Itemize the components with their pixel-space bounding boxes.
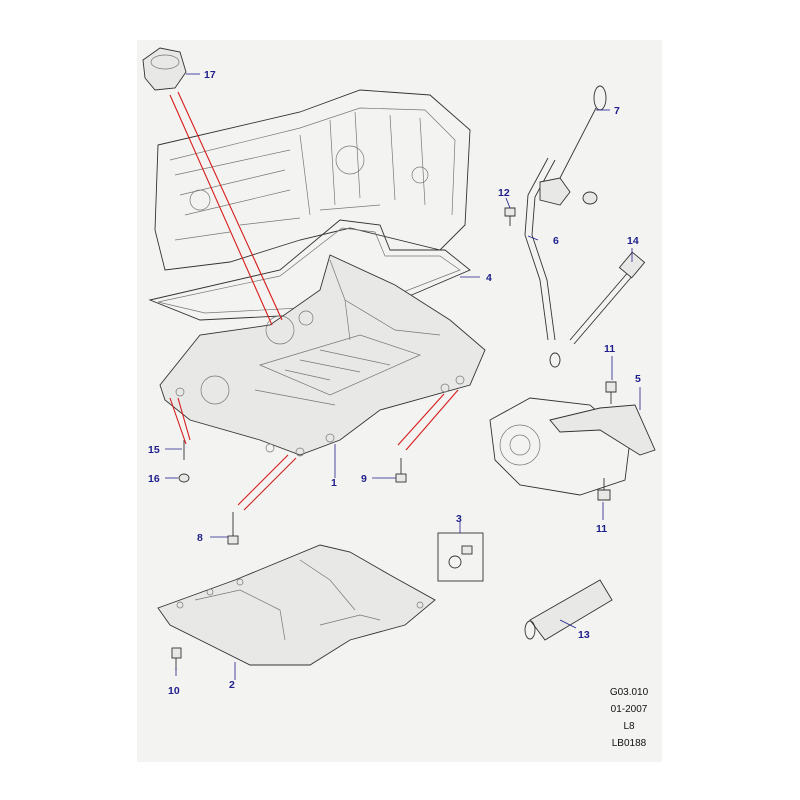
oil-pickup-drawing <box>489 397 656 496</box>
callout-5: 5 <box>635 373 641 385</box>
engine-block-drawing <box>154 89 471 271</box>
callout-11-top: 11 <box>604 343 615 355</box>
callout-7: 7 <box>614 105 620 117</box>
highlight-lines <box>169 91 459 511</box>
drawing-date: 01-2007 <box>610 704 648 715</box>
drawing-model: L8 <box>623 721 635 732</box>
ladder-frame-drawing <box>159 254 486 457</box>
callout-11-bottom: 11 <box>596 523 607 535</box>
leader-lines <box>165 73 641 680</box>
small-fasteners-drawing <box>171 440 407 670</box>
callout-1: 1 <box>331 477 337 489</box>
dipstick-drawing <box>524 85 607 368</box>
callout-10: 10 <box>168 685 180 697</box>
callout-12: 12 <box>498 187 510 199</box>
oil-sump-drawing <box>157 544 436 666</box>
callout-17: 17 <box>204 69 216 81</box>
callout-15: 15 <box>148 444 160 456</box>
callout-3: 3 <box>456 513 462 525</box>
callout-9: 9 <box>361 473 367 485</box>
gasket-drawing <box>148 219 471 321</box>
bolts-drawing <box>504 207 617 501</box>
drawing-number: LB0188 <box>611 738 647 749</box>
callout-4: 4 <box>486 272 492 284</box>
callout-6: 6 <box>553 235 559 247</box>
callout-14: 14 <box>627 235 639 247</box>
callout-labels: 1 2 3 4 5 6 7 8 9 10 11 11 12 13 14 15 1… <box>148 69 641 697</box>
sealant-tube-drawing <box>524 579 613 641</box>
callout-2: 2 <box>229 679 235 691</box>
gasket-kit-drawing <box>437 532 484 582</box>
oil-cap-drawing <box>142 47 187 91</box>
callout-8: 8 <box>197 532 203 544</box>
oil-level-sensor-drawing <box>569 251 646 345</box>
callout-13: 13 <box>578 629 590 641</box>
callout-16: 16 <box>148 473 160 485</box>
drawing-ref: G03.010 <box>609 687 649 698</box>
